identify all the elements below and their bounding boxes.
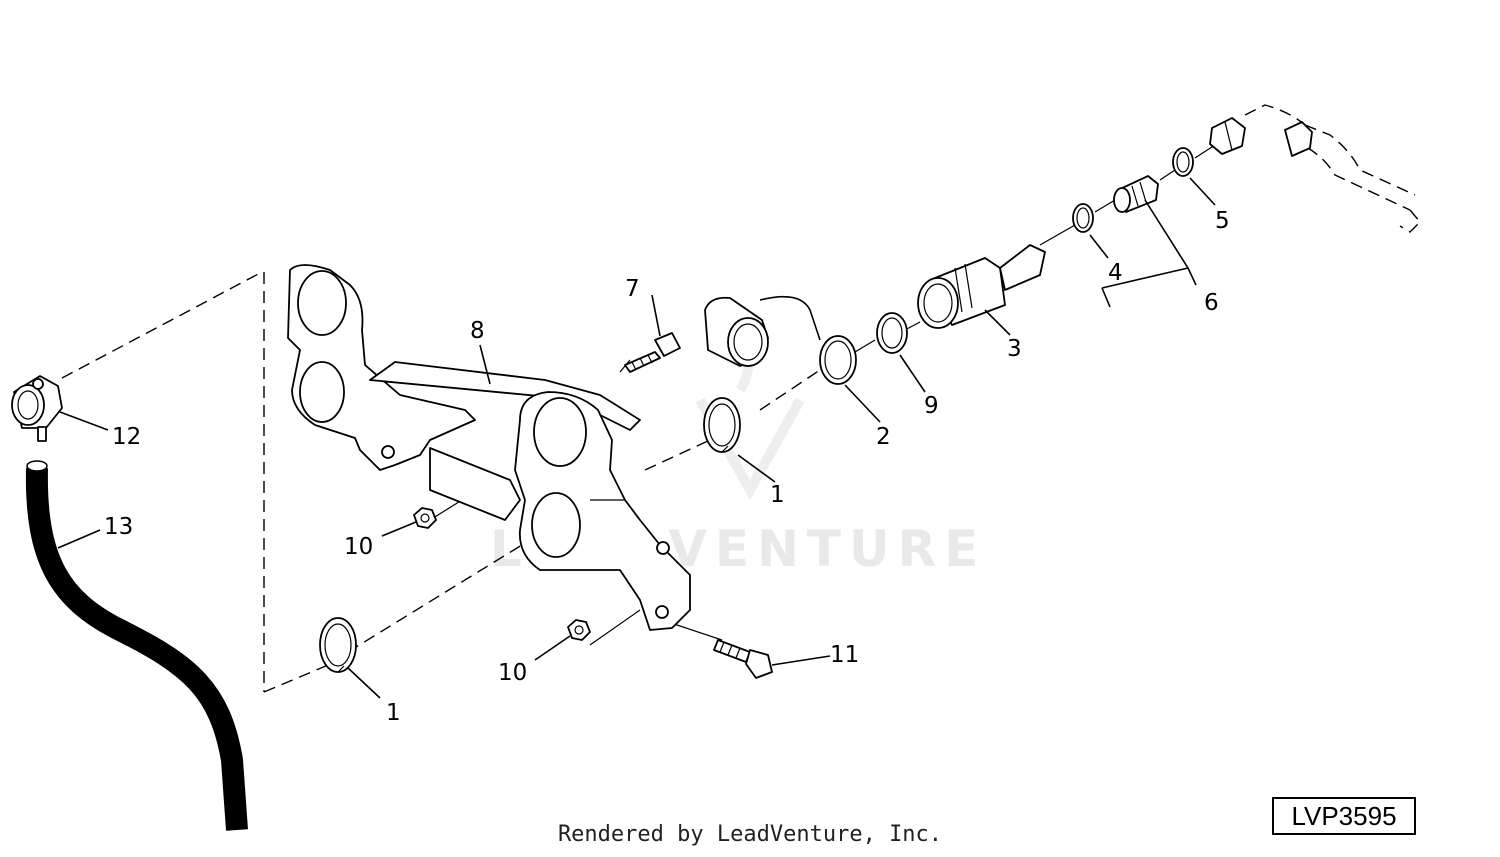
o-ring-5 (1172, 147, 1194, 177)
dust-cap-2 (704, 295, 857, 385)
callout-8: 8 (470, 318, 485, 344)
callout-5: 5 (1215, 208, 1230, 234)
o-ring-9 (876, 312, 908, 354)
bolt-7 (624, 332, 681, 373)
hose-13 (25, 460, 248, 831)
callout-1-upper: 1 (770, 482, 785, 508)
nut-10-upper (413, 507, 437, 529)
snap-ring-1-upper (703, 397, 741, 453)
o-ring-4 (1072, 203, 1094, 233)
callout-6: 6 (1204, 290, 1219, 316)
leader-lines (57, 177, 1216, 699)
adapter-6 (1113, 175, 1159, 213)
fitting-12 (11, 375, 63, 442)
bracket-8-rear (287, 264, 641, 471)
callout-7: 7 (625, 276, 640, 302)
bracket-8-front (429, 391, 691, 631)
callout-3: 3 (1007, 336, 1022, 362)
bolt-11 (713, 639, 773, 679)
callout-labels: 1 1 2 3 4 5 6 7 8 9 10 10 11 12 13 (104, 208, 1230, 726)
hydraulic-line-reference (1209, 104, 1421, 233)
callout-10-upper: 10 (344, 534, 373, 560)
coupler-3 (917, 244, 1046, 329)
callout-4: 4 (1108, 260, 1123, 286)
callout-12: 12 (112, 424, 141, 450)
nut-10-lower (567, 619, 591, 641)
callout-2: 2 (876, 424, 891, 450)
callout-1-lower: 1 (386, 700, 401, 726)
rendered-by-credit: Rendered by LeadVenture, Inc. (557, 822, 943, 847)
drawing-id-label: LVP3595 (1272, 797, 1416, 835)
snap-ring-1-lower (319, 617, 357, 673)
callout-11: 11 (830, 642, 859, 668)
callout-9: 9 (924, 393, 939, 419)
callout-10-lower: 10 (498, 660, 527, 686)
callout-13: 13 (104, 514, 133, 540)
